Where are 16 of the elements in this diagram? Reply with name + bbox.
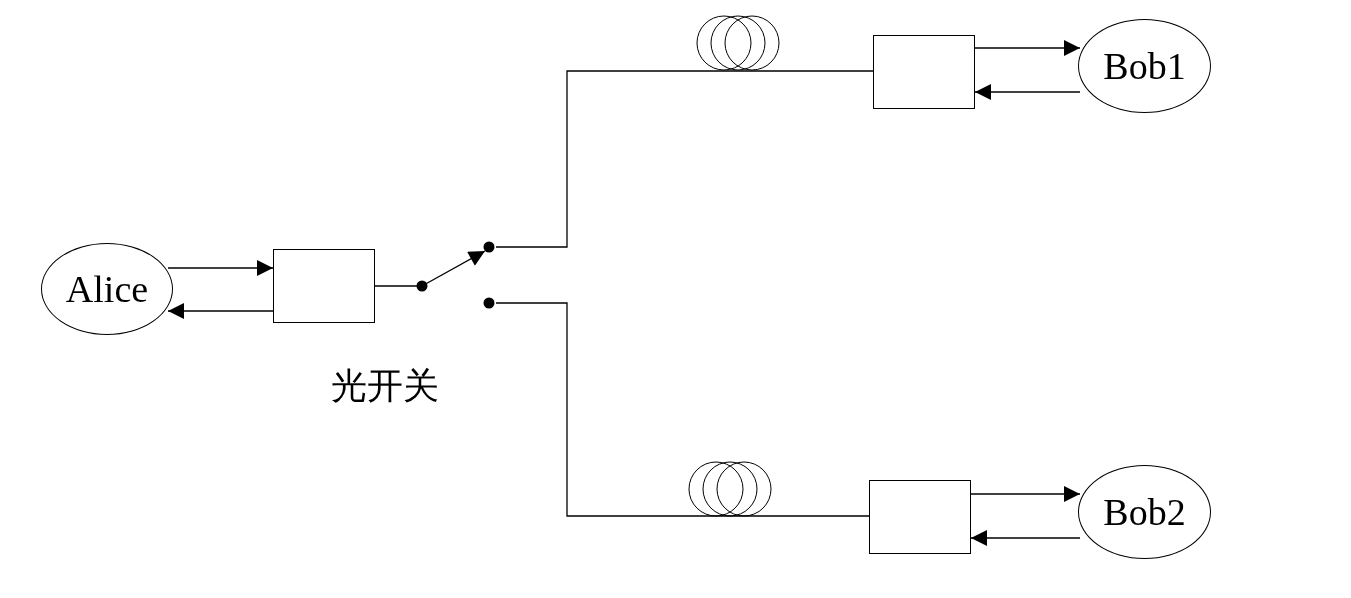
switch-label: 光开关 [331, 365, 439, 408]
arrow [970, 530, 1081, 546]
participant-ellipse: Bob2 [1078, 465, 1211, 559]
arrow [974, 40, 1081, 56]
fiber-line [495, 70, 874, 248]
participant-ellipse: Alice [41, 243, 173, 335]
optical-switch-symbol [415, 240, 497, 310]
arrow [167, 303, 274, 319]
participant-ellipse: Bob1 [1078, 19, 1211, 113]
arrow [167, 260, 274, 276]
arrow [970, 486, 1081, 502]
fiber-line [495, 302, 870, 517]
device-box [273, 249, 375, 323]
device-box [873, 35, 975, 109]
device-box [869, 480, 971, 554]
arrow [974, 84, 1081, 100]
